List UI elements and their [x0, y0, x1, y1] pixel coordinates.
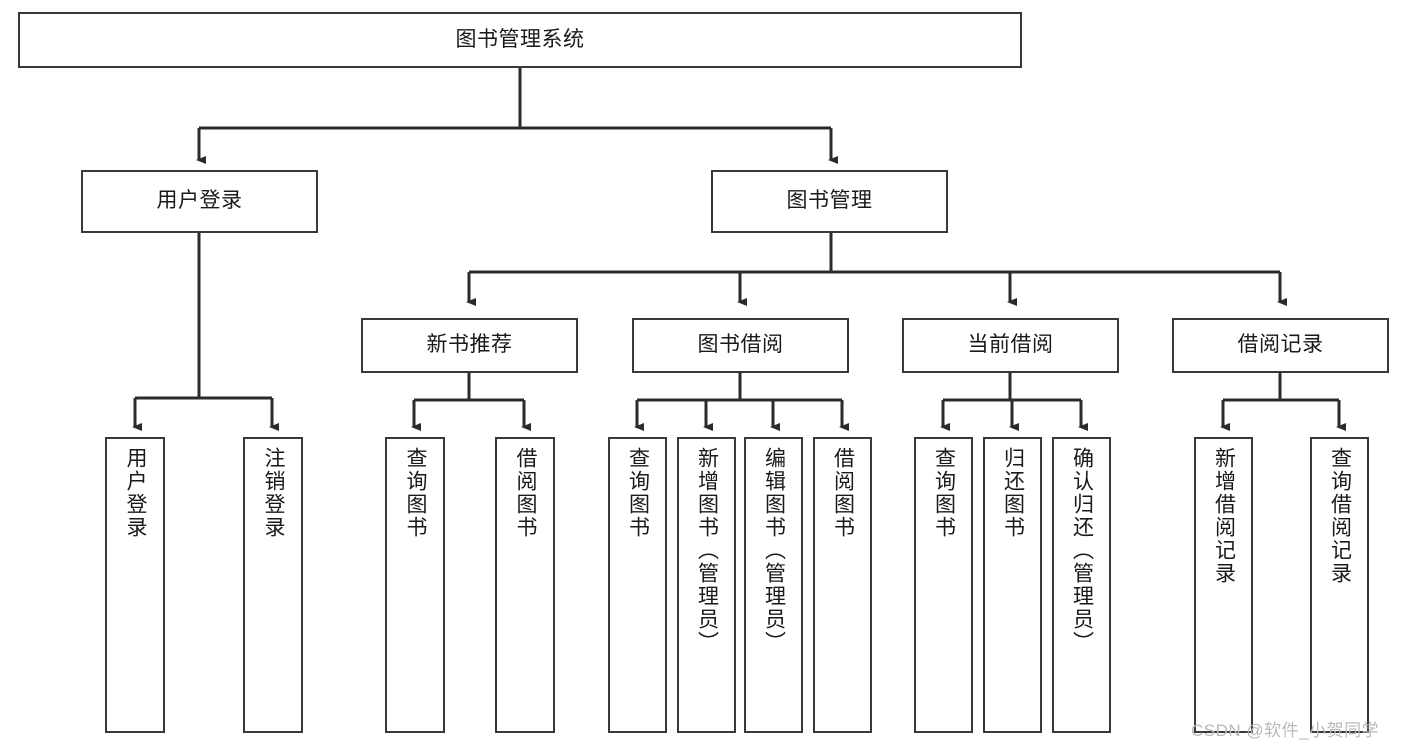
node-label: 图书管理系统	[455, 27, 585, 51]
leaf-user-login-signin[interactable]: 用户登录	[105, 437, 165, 733]
node-label: 查询图书	[404, 447, 428, 539]
leaf-record-query-record[interactable]: 查询借阅记录	[1310, 437, 1369, 733]
node-label: 图书管理	[786, 189, 873, 213]
node-label: 新增图书（管理员）	[695, 447, 719, 654]
node-label: 查询图书	[932, 447, 956, 539]
node-label: 新增借阅记录	[1212, 447, 1236, 585]
node-label: 图书借阅	[697, 333, 784, 357]
leaf-record-add-record[interactable]: 新增借阅记录	[1194, 437, 1253, 733]
node-label: 注销登录	[262, 447, 286, 539]
node-root-library-system[interactable]: 图书管理系统	[18, 12, 1022, 68]
node-label: 用户登录	[124, 447, 148, 539]
leaf-current-confirm-return-admin[interactable]: 确认归还（管理员）	[1052, 437, 1111, 733]
leaf-borrow-add-book-admin[interactable]: 新增图书（管理员）	[677, 437, 736, 733]
node-label: 编辑图书（管理员）	[762, 447, 786, 654]
node-label: 用户登录	[156, 189, 243, 213]
leaf-borrow-borrow-book[interactable]: 借阅图书	[813, 437, 872, 733]
node-label: 借阅图书	[514, 447, 538, 539]
leaf-recommend-borrow-book[interactable]: 借阅图书	[495, 437, 555, 733]
node-label: 归还图书	[1001, 447, 1025, 539]
node-current-borrow[interactable]: 当前借阅	[902, 318, 1119, 373]
node-book-management[interactable]: 图书管理	[711, 170, 948, 233]
leaf-current-query-book[interactable]: 查询图书	[914, 437, 973, 733]
node-user-login[interactable]: 用户登录	[81, 170, 318, 233]
leaf-recommend-query-book[interactable]: 查询图书	[385, 437, 445, 733]
leaf-current-return-book[interactable]: 归还图书	[983, 437, 1042, 733]
node-new-book-recommend[interactable]: 新书推荐	[361, 318, 578, 373]
leaf-borrow-query-book[interactable]: 查询图书	[608, 437, 667, 733]
csdn-watermark: CSDN @软件_小贺同学	[1191, 721, 1380, 740]
node-label: 借阅图书	[831, 447, 855, 539]
node-label: 新书推荐	[426, 333, 513, 357]
node-label: 当前借阅	[967, 333, 1054, 357]
leaf-user-login-signout[interactable]: 注销登录	[243, 437, 303, 733]
node-borrow-record[interactable]: 借阅记录	[1172, 318, 1389, 373]
node-label: 借阅记录	[1237, 333, 1324, 357]
node-label: 查询图书	[626, 447, 650, 539]
node-label: 查询借阅记录	[1328, 447, 1352, 585]
node-book-borrow[interactable]: 图书借阅	[632, 318, 849, 373]
leaf-borrow-edit-book-admin[interactable]: 编辑图书（管理员）	[744, 437, 803, 733]
node-label: 确认归还（管理员）	[1070, 447, 1094, 654]
